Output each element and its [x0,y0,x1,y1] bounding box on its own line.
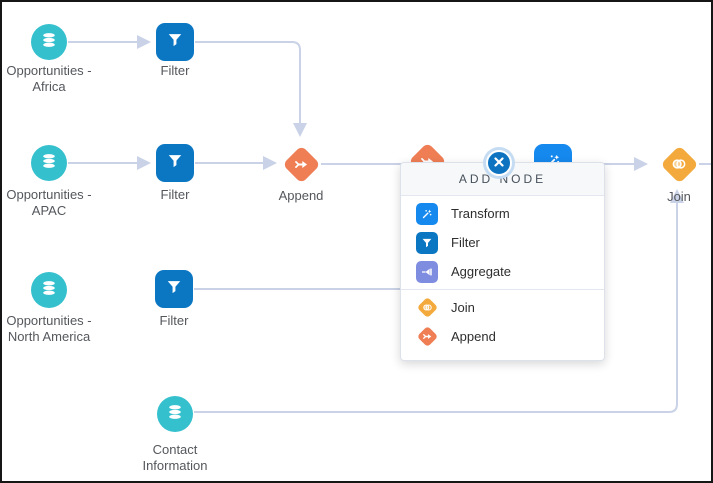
filter-icon [165,30,185,55]
menu-item-transform[interactable]: Transform [401,199,604,228]
node-label-opportunities-apac: Opportunities -APAC [6,187,92,218]
menu-item-label: Join [451,300,475,315]
menu-item-append[interactable]: Append [401,322,604,351]
filter-icon [416,231,438,254]
aggregate-icon [416,260,438,283]
node-label-filter-1: Filter [160,63,190,78]
append-icon [416,325,438,348]
add-node-popup: ADD NODE Transform Filter [400,162,605,361]
menu-item-filter[interactable]: Filter [401,228,604,257]
node-label-opportunities-north-america: Opportunities -North America [6,313,92,344]
dataset-node-opportunities-north-america[interactable] [31,272,67,308]
database-icon [39,30,59,55]
menu-item-label: Append [451,329,496,344]
add-node-menu-group-1: Transform Filter Aggregate [401,196,604,289]
menu-item-label: Aggregate [451,264,511,279]
filter-node-1[interactable] [156,23,194,61]
database-icon [39,151,59,176]
dataset-node-opportunities-africa[interactable] [31,24,67,60]
database-icon [165,402,185,427]
node-label-append: Append [278,188,324,203]
dataset-node-opportunities-apac[interactable] [31,145,67,181]
menu-item-label: Filter [451,235,480,250]
filter-icon [165,151,185,176]
filter-icon [164,277,184,302]
join-icon [416,296,438,319]
append-icon [282,145,320,183]
dataset-node-contact-information[interactable] [157,396,193,432]
close-icon [494,154,504,172]
join-icon [660,145,698,183]
menu-item-aggregate[interactable]: Aggregate [401,257,604,286]
append-node[interactable] [281,144,321,184]
filter-node-2[interactable] [156,144,194,182]
node-label-filter-2: Filter [160,187,190,202]
menu-item-join[interactable]: Join [401,293,604,322]
node-label-filter-3: Filter [159,313,189,328]
close-popup-button[interactable] [486,150,512,176]
node-label-join: Join [667,189,691,204]
menu-item-label: Transform [451,206,510,221]
add-node-popup-title: ADD NODE [401,163,604,196]
node-label-opportunities-africa: Opportunities -Africa [6,63,92,94]
filter-node-3[interactable] [155,270,193,308]
transform-icon [416,202,438,225]
database-icon [39,278,59,303]
menu-divider [401,289,604,290]
add-node-menu-group-2: Join Append [401,290,604,360]
join-node[interactable] [659,144,699,184]
